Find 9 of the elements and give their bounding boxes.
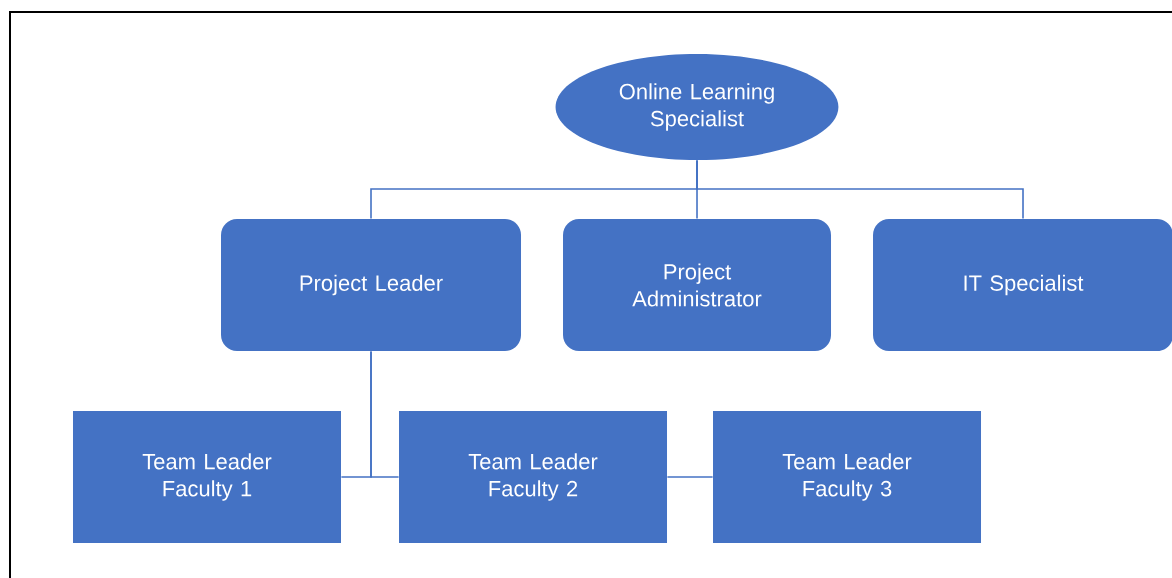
connector-line bbox=[370, 350, 400, 478]
team-box: Team Leader Faculty 3 bbox=[713, 411, 981, 543]
role-box: IT Specialist bbox=[873, 219, 1172, 351]
team-box: Team Leader Faculty 1 bbox=[73, 411, 341, 543]
team-box: Team Leader Faculty 2 bbox=[399, 411, 667, 543]
connector-line bbox=[696, 159, 1024, 220]
role-box: Project Administrator bbox=[563, 219, 831, 351]
role-box: Project Leader bbox=[221, 219, 521, 351]
connector-line bbox=[666, 476, 714, 478]
